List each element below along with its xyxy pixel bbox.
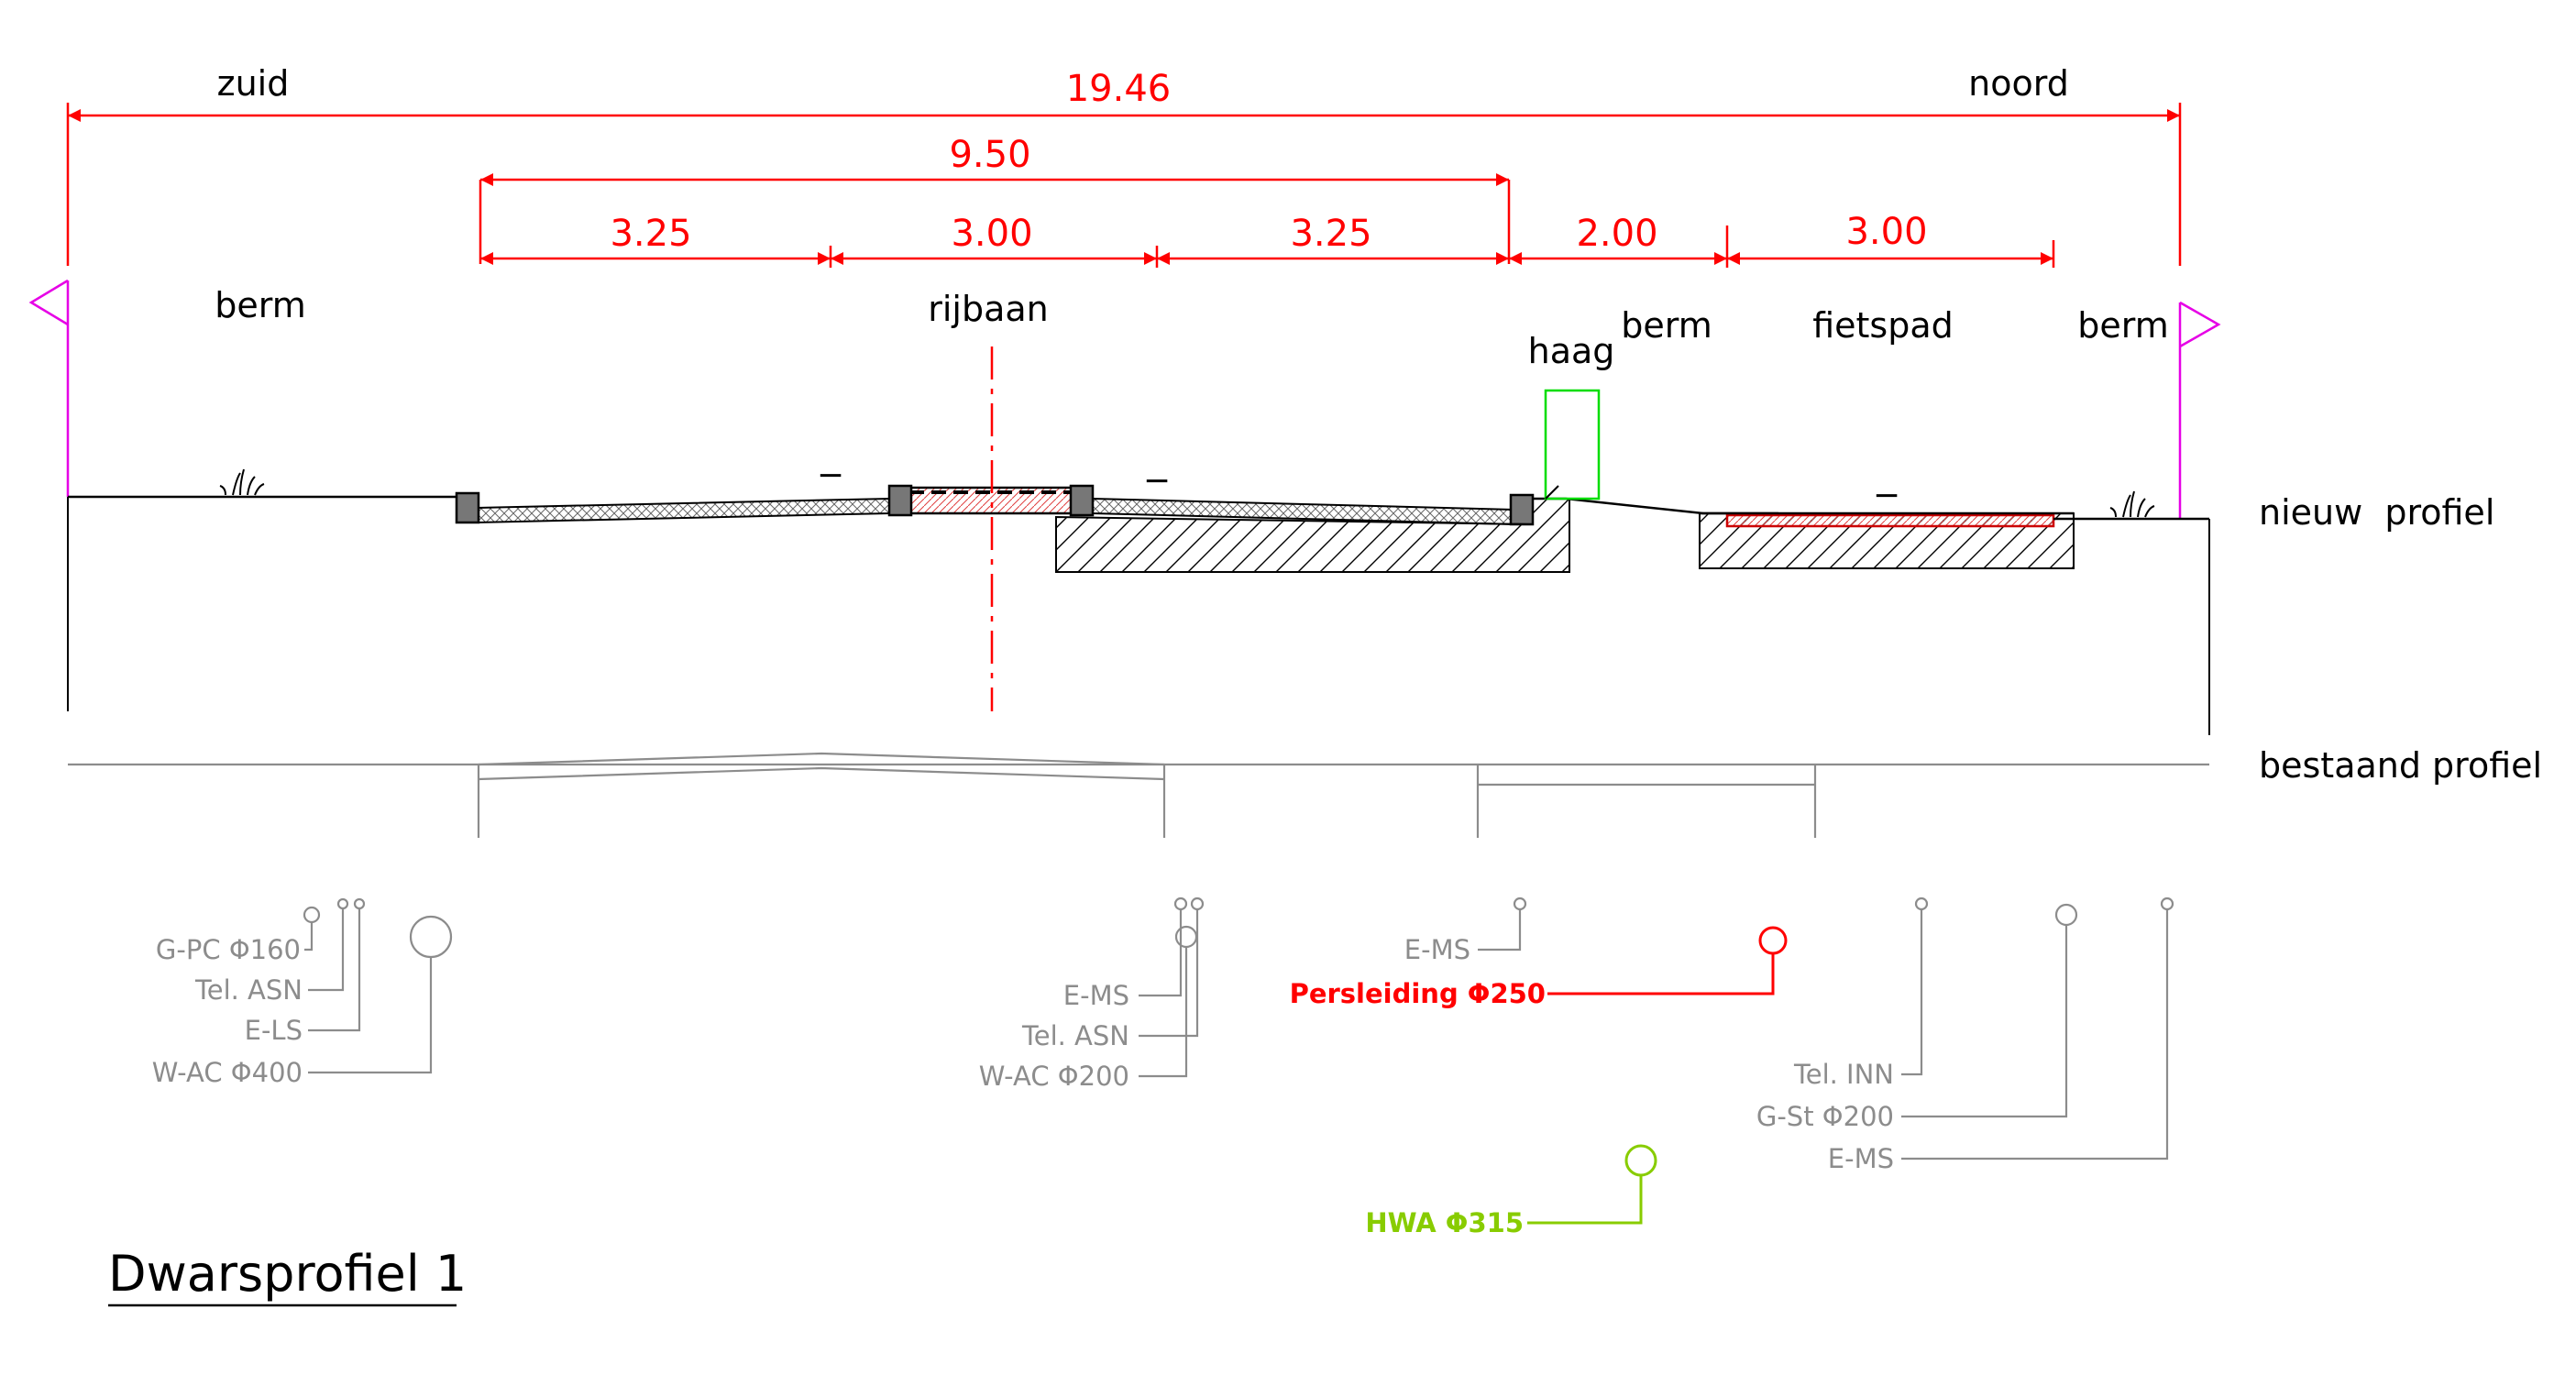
new-profile: − − −: [67, 346, 2210, 735]
dimension-verge-label: 2.00: [1576, 213, 1657, 255]
cable-e-ms-icon: [1173, 896, 1188, 911]
zone-cycle-path-label: fietspad: [1812, 305, 1954, 346]
zone-verge-mid-label: berm: [1621, 305, 1712, 346]
cable-e-ms-mid-label: E-MS: [1404, 934, 1470, 965]
pipe-g-st-icon: [2054, 903, 2078, 927]
zone-carriageway-label: rijbaan: [928, 289, 1049, 329]
zone-hedge-label: haag: [1528, 331, 1615, 371]
dimension-lines: [66, 103, 2182, 268]
cables-north-labels: Tel. INN G-St Φ200 E-MS: [1756, 1059, 1894, 1174]
existing-profile-label: bestaand profiel: [2259, 745, 2542, 786]
slope-marker: −: [1143, 462, 1171, 500]
zone-labels: berm rijbaan haag berm fietspad berm: [215, 285, 2168, 371]
cable-e-ms-icon: [2160, 896, 2174, 911]
dimension-lane-mid-label: 3.00: [951, 213, 1032, 255]
cable-center-label: E-MS: [1063, 980, 1129, 1011]
cable-center-label: Tel. ASN: [1021, 1020, 1129, 1051]
pressure-main-icon: [1758, 926, 1788, 955]
cable-south-label: W-AC Φ400: [152, 1057, 303, 1088]
storm-drain-icon: [1624, 1144, 1657, 1177]
zone-verge-south-label: berm: [215, 285, 305, 325]
curb: [887, 484, 913, 517]
dimension-labels: 19.46 9.50 3.25 3.00 3.25 2.00 3.00: [610, 68, 1927, 255]
drawing-title: Dwarsprofiel 1: [108, 1245, 467, 1303]
existing-road-surface: [478, 752, 1165, 766]
hedge-box: [1544, 389, 1601, 500]
slope-marker: −: [1873, 477, 1900, 514]
cable-north-label: G-St Φ200: [1756, 1101, 1894, 1132]
new-profile-label: nieuw profiel: [2259, 492, 2494, 533]
dimension-lane-left-label: 3.25: [610, 213, 691, 255]
cable-south-label: Tel. ASN: [194, 974, 303, 1006]
cable-center-label: W-AC Φ200: [979, 1061, 1129, 1092]
dimension-road-label: 9.50: [949, 134, 1030, 176]
cable-tel-inn-icon: [1914, 896, 1929, 911]
cable-north-label: Tel. INN: [1793, 1059, 1894, 1090]
zone-verge-north-label: berm: [2077, 305, 2168, 346]
north-flag: [2178, 301, 2221, 519]
pressure-main-label: Persleiding Φ250: [1290, 978, 1546, 1009]
storm-drain-label: HWA Φ315: [1365, 1207, 1524, 1238]
cable-tel-asn-icon: [336, 897, 349, 910]
curb: [455, 491, 480, 524]
existing-profile: [68, 752, 2209, 838]
cables-center-leaders: [1139, 896, 1205, 1078]
existing-road-base: [478, 766, 1165, 781]
cable-e-ms-icon: [1513, 896, 1527, 911]
direction-north-label: noord: [1968, 63, 2069, 104]
cycle-path-surface: [1725, 513, 2055, 528]
south-flag: [28, 279, 70, 497]
curb: [1509, 493, 1535, 526]
cable-tel-asn-icon: [1190, 896, 1205, 911]
road-surface-left: [476, 497, 890, 524]
cables-south-labels: G-PC Φ160 Tel. ASN E-LS W-AC Φ400: [152, 934, 303, 1088]
dimension-total-label: 19.46: [1066, 68, 1172, 110]
curb: [1069, 484, 1095, 517]
grass-tuft-north: [2109, 490, 2155, 518]
pipe-w-ac-icon: [409, 915, 453, 959]
cable-e-ls-icon: [353, 897, 366, 910]
hedge-slope: [1545, 485, 1559, 500]
cable-g-pc-icon: [303, 906, 321, 924]
cable-south-label: E-LS: [245, 1015, 303, 1046]
dimension-cycle-path-label: 3.00: [1845, 211, 1927, 253]
slope-marker: −: [817, 456, 844, 494]
cable-north-label: E-MS: [1828, 1143, 1894, 1174]
storm-drain: [1527, 1144, 1657, 1225]
cable-e-ms-mid: [1478, 896, 1527, 952]
cables-center-labels: E-MS Tel. ASN W-AC Φ200: [979, 980, 1129, 1092]
cables-north-leaders: [1901, 896, 2174, 1160]
cable-south-label: G-PC Φ160: [156, 934, 301, 965]
dimension-lane-right-label: 3.25: [1290, 213, 1371, 255]
cables-south-leaders: [303, 897, 453, 1074]
direction-south-label: zuid: [217, 63, 290, 104]
pipe-w-ac-200-icon: [1174, 925, 1198, 949]
pressure-main: [1547, 926, 1788, 996]
grass-tuft-south: [219, 468, 265, 496]
